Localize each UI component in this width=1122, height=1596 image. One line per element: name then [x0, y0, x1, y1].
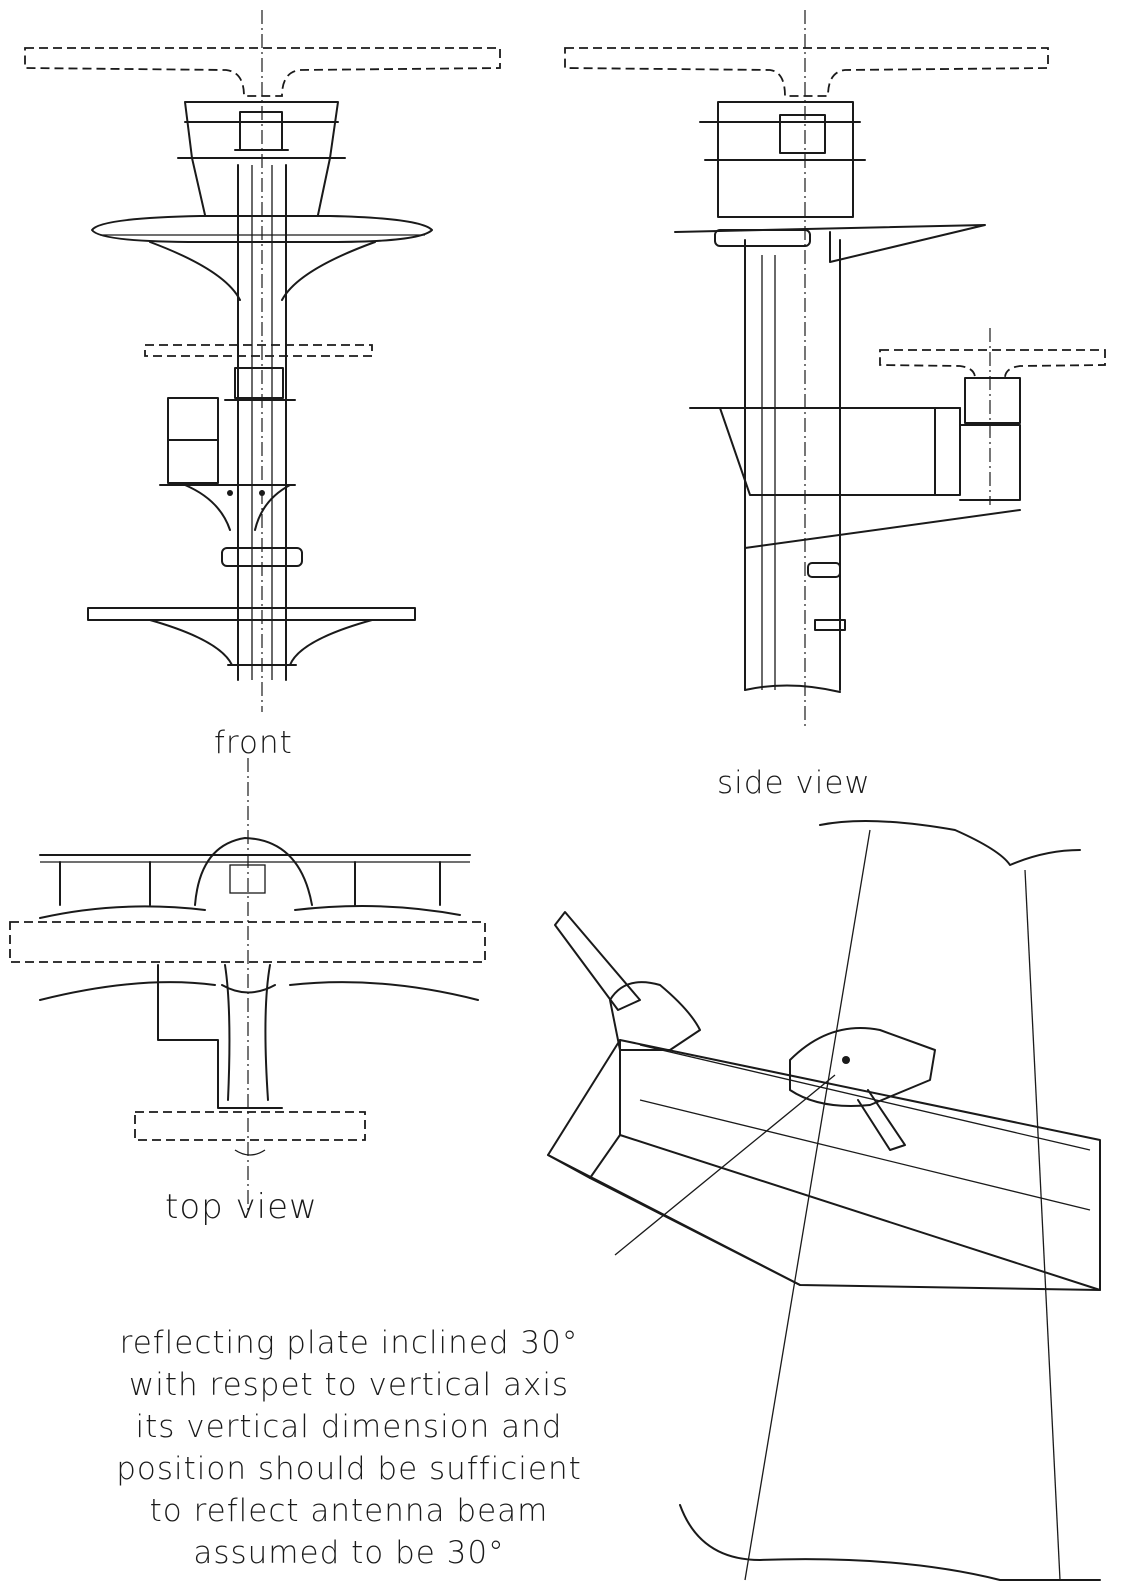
top-view-drawing [9, 758, 486, 1210]
note-line: assumed to be 30° [193, 1535, 505, 1571]
side-view-label: side view [717, 765, 871, 801]
front-view-drawing [24, 10, 501, 712]
perspective-view-drawing [547, 820, 1101, 1581]
side-view-drawing [564, 10, 1106, 730]
front-view-label: front [214, 725, 293, 761]
note-line: reflecting plate inclined 30° [119, 1325, 579, 1361]
note-line: to reflect antenna beam [149, 1493, 549, 1529]
note-line: with respet to vertical axis [128, 1367, 570, 1403]
top-view-label: top view [165, 1187, 318, 1227]
note-line: its vertical dimension and [135, 1409, 563, 1445]
reflecting-plate-note: reflecting plate inclined 30° with respe… [44, 1322, 654, 1574]
note-line: position should be sufficient [116, 1451, 582, 1487]
